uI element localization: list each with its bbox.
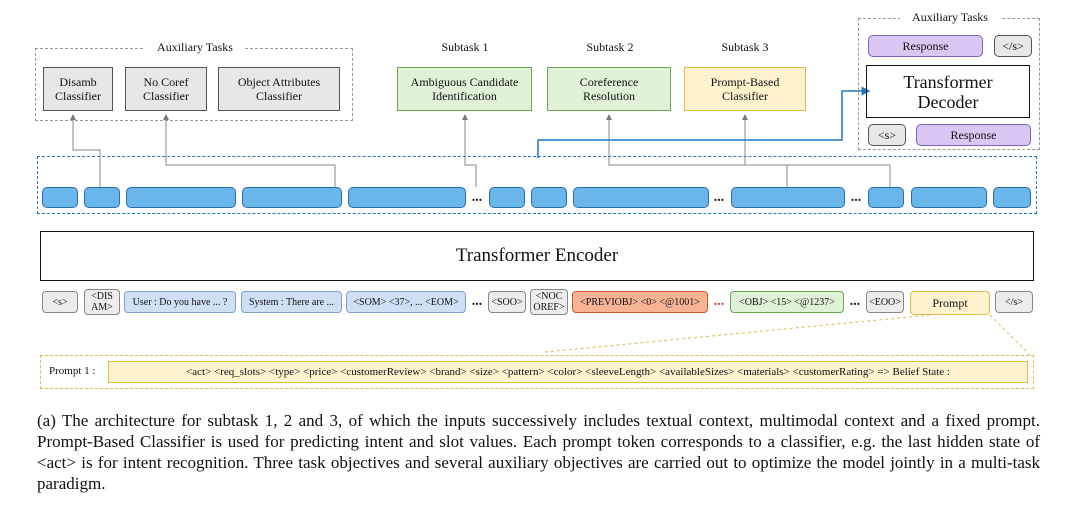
input-token-disam: <DIS AM> bbox=[84, 289, 120, 315]
no-coref-classifier-box: No Coref Classifier bbox=[125, 67, 207, 111]
input-token-end-label: </s> bbox=[1005, 296, 1023, 308]
transformer-encoder-box: Transformer Encoder bbox=[40, 231, 1034, 281]
subtask-3-label: Prompt-Based Classifier bbox=[710, 75, 780, 103]
no-coref-classifier-label: No Coref Classifier bbox=[143, 75, 189, 103]
input-previous-object: <PREVIOBJ> <0> <@1001> bbox=[572, 291, 708, 313]
hidden-token bbox=[242, 187, 342, 208]
subtask-1-box: Ambiguous Candidate Identification bbox=[397, 67, 532, 111]
input-token-nocoref-label: <NOC OREF> bbox=[533, 291, 565, 313]
input-dots-red: ... bbox=[713, 294, 725, 309]
hidden-token bbox=[868, 187, 904, 208]
hidden-dots: ... bbox=[850, 190, 862, 205]
subtask-1-title: Subtask 1 bbox=[441, 40, 489, 54]
input-dots: ... bbox=[471, 294, 483, 309]
hidden-dots: ... bbox=[713, 190, 725, 205]
subtask-2-label: Coreference Resolution bbox=[579, 75, 639, 103]
input-prompt-label: Prompt bbox=[932, 295, 968, 310]
subtask-1-label: Ambiguous Candidate Identification bbox=[410, 75, 519, 103]
input-token-soo-label: <SOO> bbox=[491, 296, 523, 308]
end-token-top-label: </s> bbox=[1002, 39, 1024, 53]
figure-caption: (a) The architecture for subtask 1, 2 an… bbox=[37, 411, 1040, 493]
input-object: <OBJ> <15> <@1237> bbox=[730, 291, 844, 313]
input-system-utterance-label: System : There are ... bbox=[248, 296, 335, 308]
input-som-eom: <SOM> <37>, ... <EOM> bbox=[346, 291, 466, 313]
input-token-end: </s> bbox=[995, 291, 1033, 313]
input-som-eom-label: <SOM> <37>, ... <EOM> bbox=[353, 296, 459, 308]
hidden-token bbox=[731, 187, 845, 208]
hidden-token bbox=[993, 187, 1031, 208]
input-user-utterance: User : Do you have ... ? bbox=[124, 291, 236, 313]
prompt-text-box: <act> <req_slots> <type> <price> <custom… bbox=[108, 361, 1028, 383]
input-previous-object-label: <PREVIOBJ> <0> <@1001> bbox=[580, 296, 700, 308]
subtask-2-box: Coreference Resolution bbox=[547, 67, 671, 111]
hidden-token bbox=[573, 187, 709, 208]
input-token-start: <s> bbox=[42, 291, 78, 313]
start-token-bottom-label: <s> bbox=[877, 128, 897, 142]
hidden-token bbox=[531, 187, 567, 208]
object-attributes-classifier-label: Object Attributes Classifier bbox=[237, 75, 321, 103]
hidden-token bbox=[42, 187, 78, 208]
input-token-eoo: <EOO> bbox=[866, 291, 904, 313]
prompt-text: <act> <req_slots> <type> <price> <custom… bbox=[186, 366, 950, 378]
transformer-decoder-box: Transformer Decoder bbox=[866, 65, 1030, 118]
input-prompt: Prompt bbox=[910, 291, 990, 315]
input-token-nocoref: <NOC OREF> bbox=[530, 289, 568, 315]
input-object-label: <OBJ> <15> <@1237> bbox=[739, 296, 835, 308]
transformer-decoder-label: Transformer Decoder bbox=[903, 71, 993, 112]
end-token-top-box: </s> bbox=[994, 35, 1032, 57]
subtask-2-title: Subtask 2 bbox=[586, 40, 634, 54]
hidden-token bbox=[911, 187, 987, 208]
aux-tasks-right-title: Auxiliary Tasks bbox=[900, 10, 1000, 25]
input-user-utterance-label: User : Do you have ... ? bbox=[132, 296, 228, 308]
input-dots: ... bbox=[849, 294, 861, 309]
hidden-token bbox=[126, 187, 236, 208]
object-attributes-classifier-box: Object Attributes Classifier bbox=[218, 67, 340, 111]
start-token-bottom-box: <s> bbox=[868, 124, 906, 146]
subtask-3-title: Subtask 3 bbox=[721, 40, 769, 54]
aux-tasks-left-title: Auxiliary Tasks bbox=[145, 40, 245, 55]
response-top-label: Response bbox=[902, 39, 949, 53]
hidden-token bbox=[84, 187, 120, 208]
disamb-classifier-label: Disamb Classifier bbox=[55, 75, 101, 103]
hidden-states-group bbox=[37, 156, 1037, 214]
response-top-box: Response bbox=[868, 35, 983, 57]
hidden-token bbox=[348, 187, 466, 208]
response-bottom-box: Response bbox=[916, 124, 1031, 146]
prompt-label: Prompt 1 : bbox=[49, 365, 96, 377]
input-token-eoo-label: <EOO> bbox=[869, 296, 901, 308]
input-token-disam-label: <DIS AM> bbox=[91, 291, 113, 313]
hidden-dots: ... bbox=[471, 190, 483, 205]
input-system-utterance: System : There are ... bbox=[241, 291, 342, 313]
hidden-token bbox=[489, 187, 525, 208]
prompt-expansion-box bbox=[40, 355, 1034, 389]
disamb-classifier-box: Disamb Classifier bbox=[43, 67, 113, 111]
input-token-start-label: <s> bbox=[52, 296, 68, 308]
subtask-3-box: Prompt-Based Classifier bbox=[684, 67, 806, 111]
transformer-encoder-label: Transformer Encoder bbox=[455, 245, 619, 266]
response-bottom-label: Response bbox=[950, 128, 997, 142]
input-token-soo: <SOO> bbox=[488, 291, 526, 313]
